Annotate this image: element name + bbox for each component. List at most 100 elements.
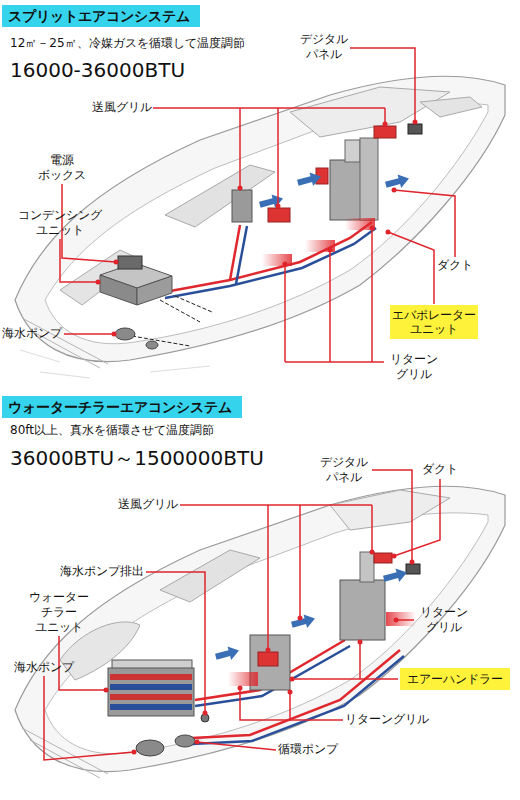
leader-line: [285, 361, 384, 363]
leader-line: [64, 333, 114, 335]
circulation-pump: [175, 735, 195, 747]
supply-grille: [374, 553, 392, 563]
red-pipe: [165, 222, 372, 292]
capacity-text: 36000BTU～1500000BTU: [10, 446, 264, 471]
leader-line: [180, 504, 372, 506]
leader-dot: [132, 750, 137, 755]
leader-line: [299, 505, 301, 618]
leader-dot: [370, 550, 375, 555]
leader-dot: [386, 230, 391, 235]
leader-line: [284, 264, 286, 362]
leader-dot: [392, 188, 397, 193]
leader-line: [60, 239, 98, 282]
section-band: スプリットエアコンシステム: [2, 5, 200, 27]
leader-line: [292, 678, 398, 680]
helm-console: [160, 550, 260, 602]
air-arrow: [384, 172, 411, 192]
chiller-stripe: [110, 694, 192, 700]
swim-platform: [22, 728, 108, 778]
part-label: コンデンシング ユニット: [14, 208, 106, 238]
section-heading: ウォーターチラーエアコンシステム: [8, 399, 236, 416]
subtitle-text: 80ft以上、真水を循環させて温度調節: [10, 423, 214, 438]
part-label: 送風グリル: [92, 100, 152, 115]
chiller-stripe: [110, 674, 192, 680]
chiller-body: [108, 668, 194, 716]
leader-line: [394, 479, 440, 556]
helm-console: [165, 165, 275, 227]
part-label: リターン グリル: [416, 605, 472, 635]
subtitle-text: 12㎡－25㎡、冷媒ガスを循環して温度調節: [10, 36, 245, 51]
return-air: [345, 218, 375, 230]
air-arrow: [382, 566, 409, 586]
cabin-roof: [330, 490, 450, 530]
leader-dot: [328, 248, 333, 253]
supply-grille: [258, 652, 278, 666]
leader-line: [359, 642, 361, 679]
leader-line: [239, 108, 241, 188]
leader-line: [372, 470, 412, 562]
power-box: [118, 256, 142, 269]
part-label: デジタル パネル: [316, 455, 372, 485]
swim-platform: [22, 318, 108, 368]
chilled-water-pipes: [192, 640, 404, 744]
supply-grille: [268, 208, 290, 222]
leader-dot: [238, 186, 243, 191]
duct: [360, 552, 374, 582]
duct: [360, 138, 378, 220]
sea-pump: [136, 740, 164, 756]
leader-dot: [114, 260, 119, 265]
leader-dot: [203, 711, 208, 716]
leader-dot: [370, 226, 375, 231]
leader-dot: [410, 560, 415, 565]
return-air: [262, 254, 292, 266]
part-label: 送風グリル: [118, 497, 178, 512]
boat-hull: [15, 486, 505, 778]
leader-dot: [112, 332, 117, 337]
capacity-text: 16000-36000BTU: [10, 58, 185, 83]
strainer: [146, 341, 158, 349]
part-label: ダクト: [422, 462, 458, 477]
leader-lines: [44, 470, 440, 760]
highlight-box: エバポレーター ユニット: [390, 305, 478, 339]
leader-dots: [96, 120, 418, 337]
blue-pipe: [236, 226, 247, 284]
leader-line: [197, 742, 276, 750]
leader-line: [44, 676, 134, 760]
bow-seat: [420, 97, 482, 117]
leader-dot: [392, 554, 397, 559]
box-text: エアーハンドラー: [402, 672, 508, 686]
leader-dot: [266, 648, 271, 653]
deck-outline: [45, 103, 488, 344]
leader-line: [153, 107, 385, 109]
sea-pump: [115, 328, 135, 340]
leader-line: [277, 108, 279, 206]
return-air: [305, 240, 335, 252]
part-label: ダクト: [437, 258, 473, 273]
return-air: [386, 612, 416, 626]
leader-dot: [290, 677, 295, 682]
air-handler-body: [340, 580, 385, 640]
part-label: 電源 ボックス: [34, 153, 90, 183]
leader-line: [388, 232, 434, 304]
leader-line: [396, 619, 414, 621]
hull-outline: [15, 486, 505, 771]
hull-outline: [15, 76, 505, 361]
boat-hull: [10, 76, 505, 378]
leader-line: [146, 572, 205, 713]
leader-dot: [358, 640, 363, 645]
box-text: エバポレーター ユニット: [392, 308, 476, 337]
leader-dot: [104, 688, 109, 693]
part-label: 循環ポンプ: [278, 742, 338, 757]
leader-line: [371, 505, 373, 552]
leader-dot: [96, 280, 101, 285]
part-label: 海水ポンプ: [2, 326, 62, 341]
leader-dot: [283, 262, 288, 267]
air-arrow: [258, 192, 285, 212]
blue-pipe: [192, 656, 404, 744]
leader-dot: [238, 686, 243, 691]
leader-dot: [195, 740, 200, 745]
supply-grille: [374, 126, 396, 138]
chiller-stripe: [110, 704, 192, 710]
part-label: 海水ポンプ: [14, 660, 74, 675]
part-label: リターングリル: [345, 712, 429, 727]
